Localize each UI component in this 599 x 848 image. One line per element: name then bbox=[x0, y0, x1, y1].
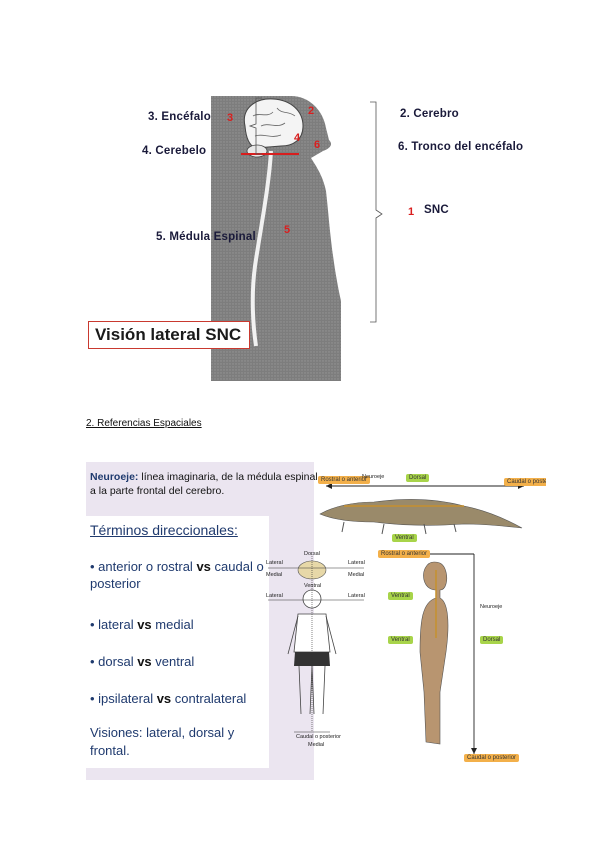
human-silhouette bbox=[211, 96, 341, 381]
label-tronco: 6. Tronco del encéfalo bbox=[398, 141, 524, 153]
right-brace bbox=[370, 101, 383, 323]
bullet-item: • lateral vs medial bbox=[90, 617, 194, 632]
tag-dorsal-human: Dorsal bbox=[480, 636, 504, 644]
neuroeje-term: Neuroeje: bbox=[90, 471, 139, 483]
front-label-ventral: Ventral bbox=[304, 583, 322, 589]
brain-number-6: 6 bbox=[314, 139, 321, 151]
crocodile-shape bbox=[319, 499, 523, 529]
left-brace bbox=[248, 97, 262, 155]
brain-number-4: 4 bbox=[294, 132, 301, 144]
figure-title-box: Visión lateral SNC bbox=[88, 321, 250, 349]
front-label-medial-left: Medial bbox=[266, 572, 283, 578]
label-cerebelo: 4. Cerebelo bbox=[142, 145, 207, 157]
bullet-item: • dorsal vs ventral bbox=[90, 654, 195, 669]
directional-colon: : bbox=[233, 522, 238, 538]
label-encefalo: 3. Encéfalo bbox=[148, 111, 211, 123]
tag-dorsal-top: Dorsal bbox=[406, 474, 430, 482]
label-cerebro: 2. Cerebro bbox=[400, 108, 459, 120]
figure-lateral-cns: 3. Encéfalo 3 4. Cerebelo 5. Médula Espi… bbox=[86, 96, 538, 381]
label-encefalo-number: 3 bbox=[227, 112, 234, 124]
tag-rostral-mid: Rostral o anterior bbox=[378, 550, 431, 558]
tag-neuroeje-human: Neuroeje bbox=[480, 604, 503, 610]
spine-number-5: 5 bbox=[284, 224, 291, 236]
visiones-text: Visiones: lateral, dorsal y frontal. bbox=[90, 725, 235, 758]
figure-spatial-references: Neuroeje: línea imaginaria, de la médula… bbox=[86, 462, 546, 780]
side-human-shape bbox=[419, 561, 449, 745]
front-label-lateral-left-2: Lateral bbox=[266, 593, 283, 599]
tag-caudal-bottom: Caudal o posterior bbox=[464, 754, 520, 762]
front-label-dorsal: Dorsal bbox=[304, 551, 320, 557]
label-snc-number: 1 bbox=[408, 206, 415, 218]
tag-ventral-human-1: Ventral bbox=[388, 592, 413, 600]
front-view-figure bbox=[268, 554, 364, 733]
label-snc: SNC bbox=[424, 204, 449, 216]
bullet-item: • ipsilateral vs contralateral bbox=[90, 691, 247, 706]
brain-shape bbox=[243, 98, 304, 149]
crocodile-human-diagram bbox=[319, 483, 524, 754]
directional-terms-title: Términos direccionales: bbox=[90, 522, 238, 538]
spinal-cord-shape bbox=[250, 150, 273, 347]
brain-number-2: 2 bbox=[308, 105, 315, 117]
front-label-lateral-right: Lateral bbox=[348, 560, 365, 566]
tag-ventral-croc: Ventral bbox=[392, 534, 417, 542]
tag-neuroeje-top: Neuroeje bbox=[362, 474, 385, 480]
front-label-medial-bottom: Medial bbox=[308, 742, 325, 748]
front-label-medial-right: Medial bbox=[348, 572, 365, 578]
figure-title: Visión lateral SNC bbox=[95, 325, 242, 344]
front-label-lateral-left: Lateral bbox=[266, 560, 283, 566]
bullet-item: • anterior o rostral vs caudal o posteri… bbox=[90, 559, 264, 591]
tag-ventral-human-2: Ventral bbox=[388, 636, 413, 644]
front-label-caudal: Caudal o posterior bbox=[296, 734, 341, 740]
section-heading: 2. Referencias Espaciales bbox=[86, 418, 202, 429]
tag-rostral-top: Rostral o anterior bbox=[318, 476, 371, 484]
neuroeje-def-text: línea imaginaria, de la médula espinal a… bbox=[90, 471, 318, 497]
neuroeje-definition: Neuroeje: línea imaginaria, de la médula… bbox=[90, 470, 320, 498]
front-label-lateral-right-2: Lateral bbox=[348, 593, 365, 599]
tag-caudal-top: Caudal o posterior bbox=[504, 478, 546, 486]
label-medula: 5. Médula Espinal bbox=[156, 231, 256, 243]
directional-title-text: Términos direccionales bbox=[90, 522, 234, 538]
text-panel bbox=[86, 516, 269, 768]
